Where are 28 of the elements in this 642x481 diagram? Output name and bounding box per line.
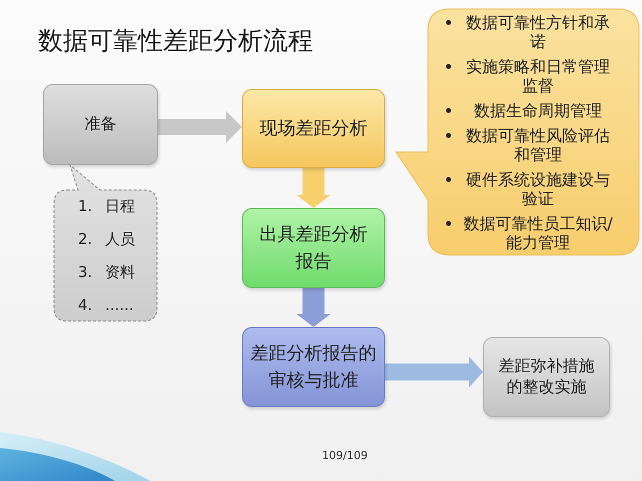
process-box (242, 208, 385, 288)
block-arrow (158, 111, 242, 143)
process-box (43, 84, 158, 165)
slide-title: 数据可靠性差距分析流程 (38, 25, 313, 57)
step-label: 出具差距分析报告 (258, 223, 368, 274)
block-arrow (296, 288, 330, 327)
step-label: 差距弥补措施的整改实施 (498, 356, 596, 398)
speech-bubble (395, 8, 640, 256)
list-item: 3. 资料 (78, 262, 136, 283)
block-arrow (385, 356, 483, 388)
bullet-item: 数据可靠性方针和承诺 (465, 12, 611, 50)
step-label: 准备 (84, 114, 118, 135)
step-label: 差距分析报告的审核与批准 (250, 342, 378, 393)
bullet-item: 数据可靠性风险评估和管理 (465, 126, 611, 164)
process-box (483, 337, 610, 417)
bullet-item: 实施策略和日常管理监督 (465, 56, 611, 94)
bullet-item: 硬件系统设施建设与验证 (465, 170, 611, 208)
bullet-item: 数据生命周期管理 (473, 100, 603, 120)
process-box (242, 327, 385, 407)
page-number: 109/109 (322, 449, 368, 463)
process-box (242, 89, 385, 168)
list-item: 1. 日程 (78, 196, 136, 217)
block-arrow (296, 168, 330, 208)
list-item: 2. 人员 (78, 229, 136, 250)
bullet-item: 数据可靠性员工知识/能力管理 (462, 214, 614, 252)
list-item: 4. ...... (78, 295, 134, 316)
speech-bubble (53, 162, 158, 322)
step-label: 现场差距分析 (258, 116, 368, 141)
